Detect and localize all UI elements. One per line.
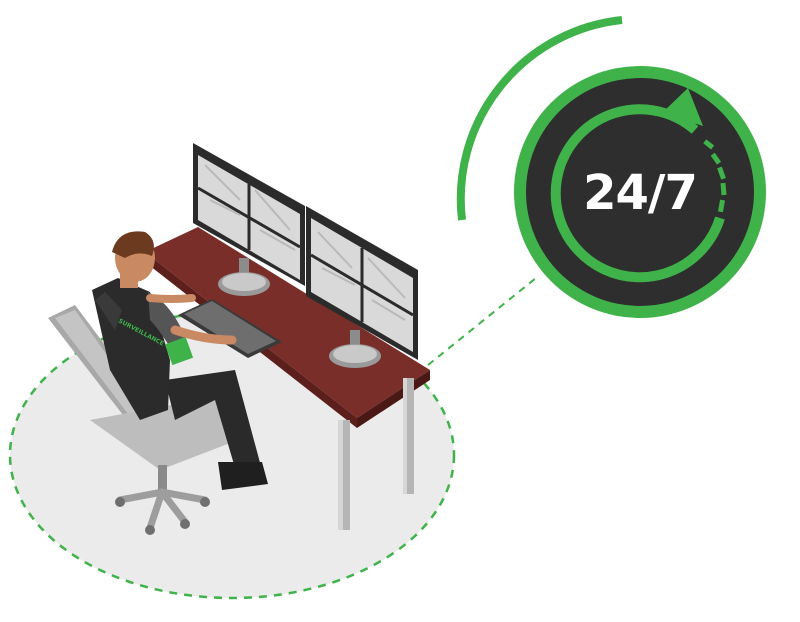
badge-text: 24/7 bbox=[583, 165, 697, 221]
cycle-dash-marks bbox=[703, 139, 727, 213]
monitor-left bbox=[193, 143, 305, 296]
tagline-line1: 24/7 bbox=[600, 352, 700, 398]
security-operator: SURVEILLANCE bbox=[92, 231, 268, 490]
badge-24-7: 24/7 bbox=[514, 66, 766, 318]
cycle-arc bbox=[550, 104, 725, 283]
connector-line bbox=[427, 277, 537, 366]
tagline-line2: Monitoring bbox=[526, 406, 774, 452]
office-chair bbox=[48, 305, 238, 535]
monitor-right bbox=[306, 206, 418, 368]
outer-arc bbox=[456, 16, 623, 221]
desk-leg-back bbox=[403, 378, 414, 494]
cycle-arrow-icon bbox=[662, 88, 703, 126]
operator-hair bbox=[112, 231, 154, 258]
keyboard bbox=[178, 299, 282, 358]
tagline: 24/7 Monitoring bbox=[520, 348, 780, 456]
